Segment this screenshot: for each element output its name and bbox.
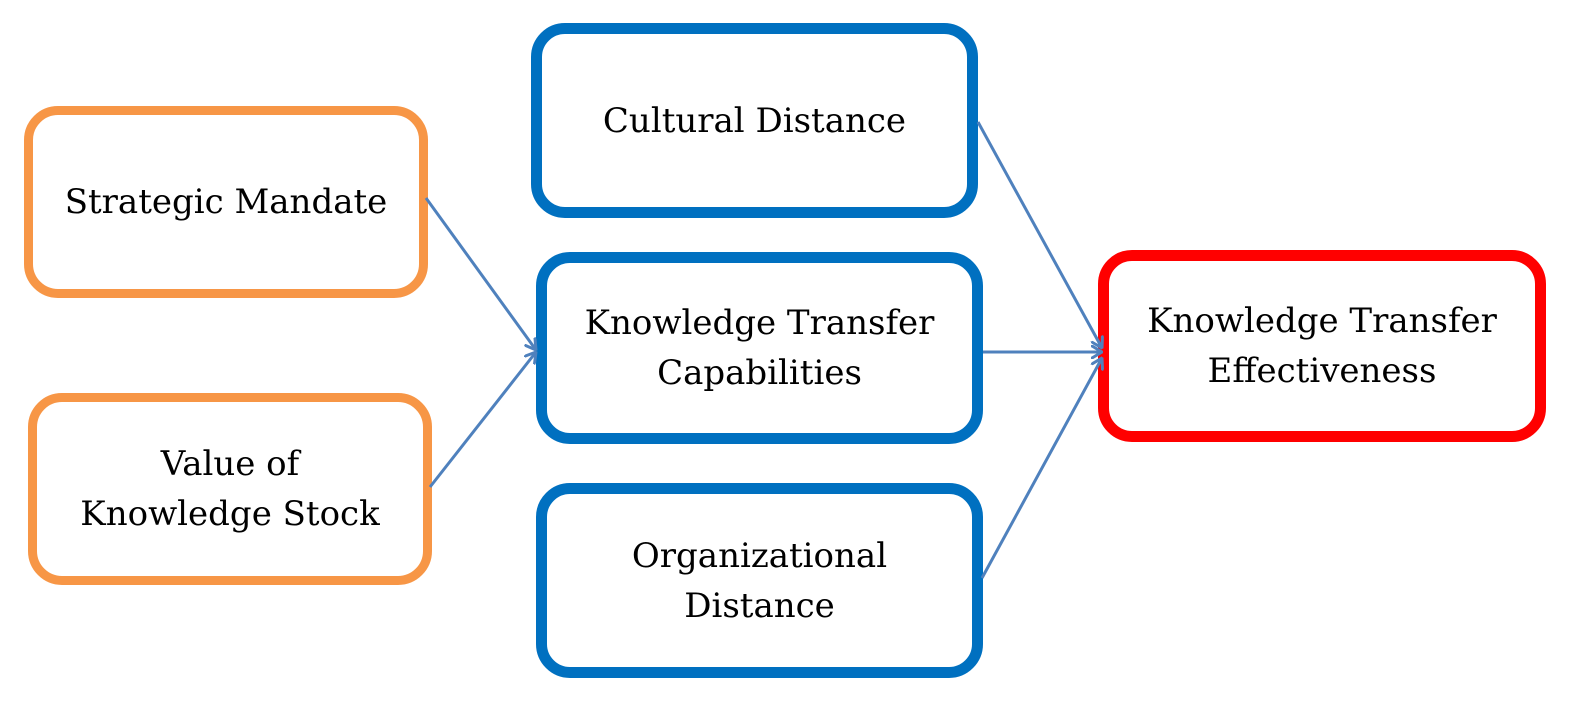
arrow-organizational-distance-to-effectiveness — [980, 358, 1102, 579]
value-of-knowledge-stock-box: Value of Knowledge Stock — [28, 393, 432, 585]
arrow-strategic-mandate-to-capabilities — [424, 197, 536, 350]
strategic-mandate-label: Strategic Mandate — [64, 182, 388, 222]
knowledge-transfer-effectiveness-label: Knowledge Transfer Effectiveness — [1147, 301, 1497, 391]
knowledge-transfer-capabilities-label: Knowledge Transfer Capabilities — [584, 303, 935, 393]
strategic-mandate-box: Strategic Mandate — [24, 106, 428, 298]
organizational-distance-box: Organizational Distance — [536, 483, 983, 678]
cultural-distance-label: Cultural Distance — [602, 100, 907, 141]
value-of-knowledge-stock-label: Value of Knowledge Stock — [80, 444, 380, 534]
arrow-cultural-distance-to-effectiveness — [976, 121, 1102, 348]
cultural-distance-box: Cultural Distance — [531, 23, 978, 218]
knowledge-transfer-effectiveness-box: Knowledge Transfer Effectiveness — [1098, 250, 1546, 442]
arrow-knowledge-stock-to-capabilities — [428, 352, 536, 488]
organizational-distance-label: Organizational Distance — [631, 535, 888, 626]
knowledge-transfer-capabilities-box: Knowledge Transfer Capabilities — [536, 252, 983, 444]
